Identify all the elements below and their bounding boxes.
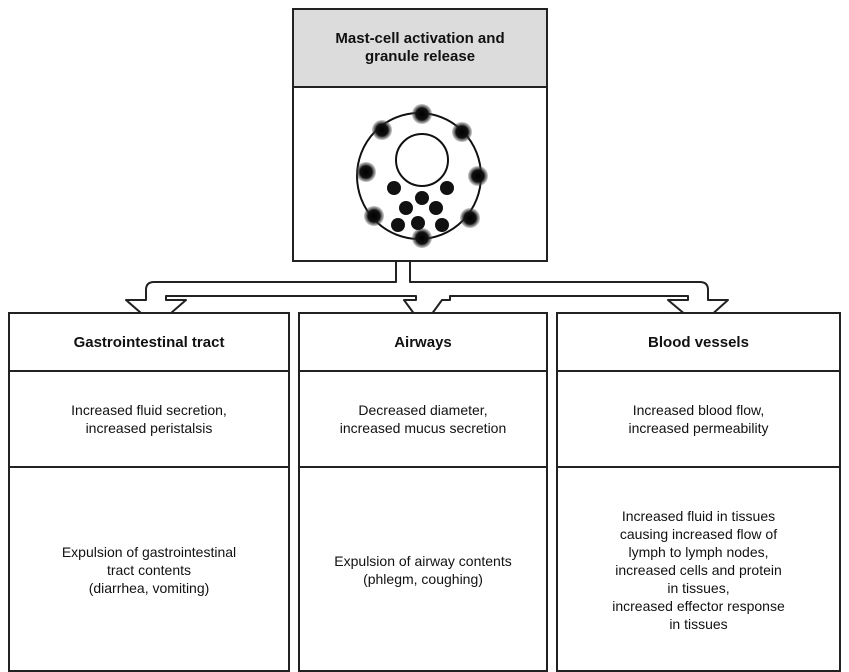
airways-outcome: Expulsion of airway contents (phlegm, co…: [334, 553, 512, 587]
mast-cell-title-box: Mast-cell activation and granule release: [292, 8, 548, 88]
column-airways: Airways Decreased diameter, increased mu…: [298, 312, 548, 672]
airways-heading: Airways: [394, 333, 452, 351]
mast-cell-icon: [356, 104, 488, 248]
column-blood-vessels: Blood vessels Increased blood flow, incr…: [556, 312, 841, 672]
mast-cell-title: Mast-cell activation and granule release: [335, 30, 505, 65]
gastrointestinal-heading: Gastrointestinal tract: [73, 333, 225, 351]
mast-cell-illustration-box: [292, 86, 548, 262]
blood-vessels-heading: Blood vessels: [648, 333, 749, 351]
gastrointestinal-effect: Increased fluid secretion, increased per…: [10, 370, 288, 468]
blood-vessels-effect: Increased blood flow, increased permeabi…: [558, 370, 839, 468]
airways-effect: Decreased diameter, increased mucus secr…: [300, 370, 546, 468]
blood-vessels-outcome: Increased fluid in tissues causing incre…: [612, 508, 785, 632]
gastrointestinal-outcome: Expulsion of gastrointestinal tract cont…: [61, 544, 237, 596]
column-gastrointestinal: Gastrointestinal tract Increased fluid s…: [8, 312, 290, 672]
